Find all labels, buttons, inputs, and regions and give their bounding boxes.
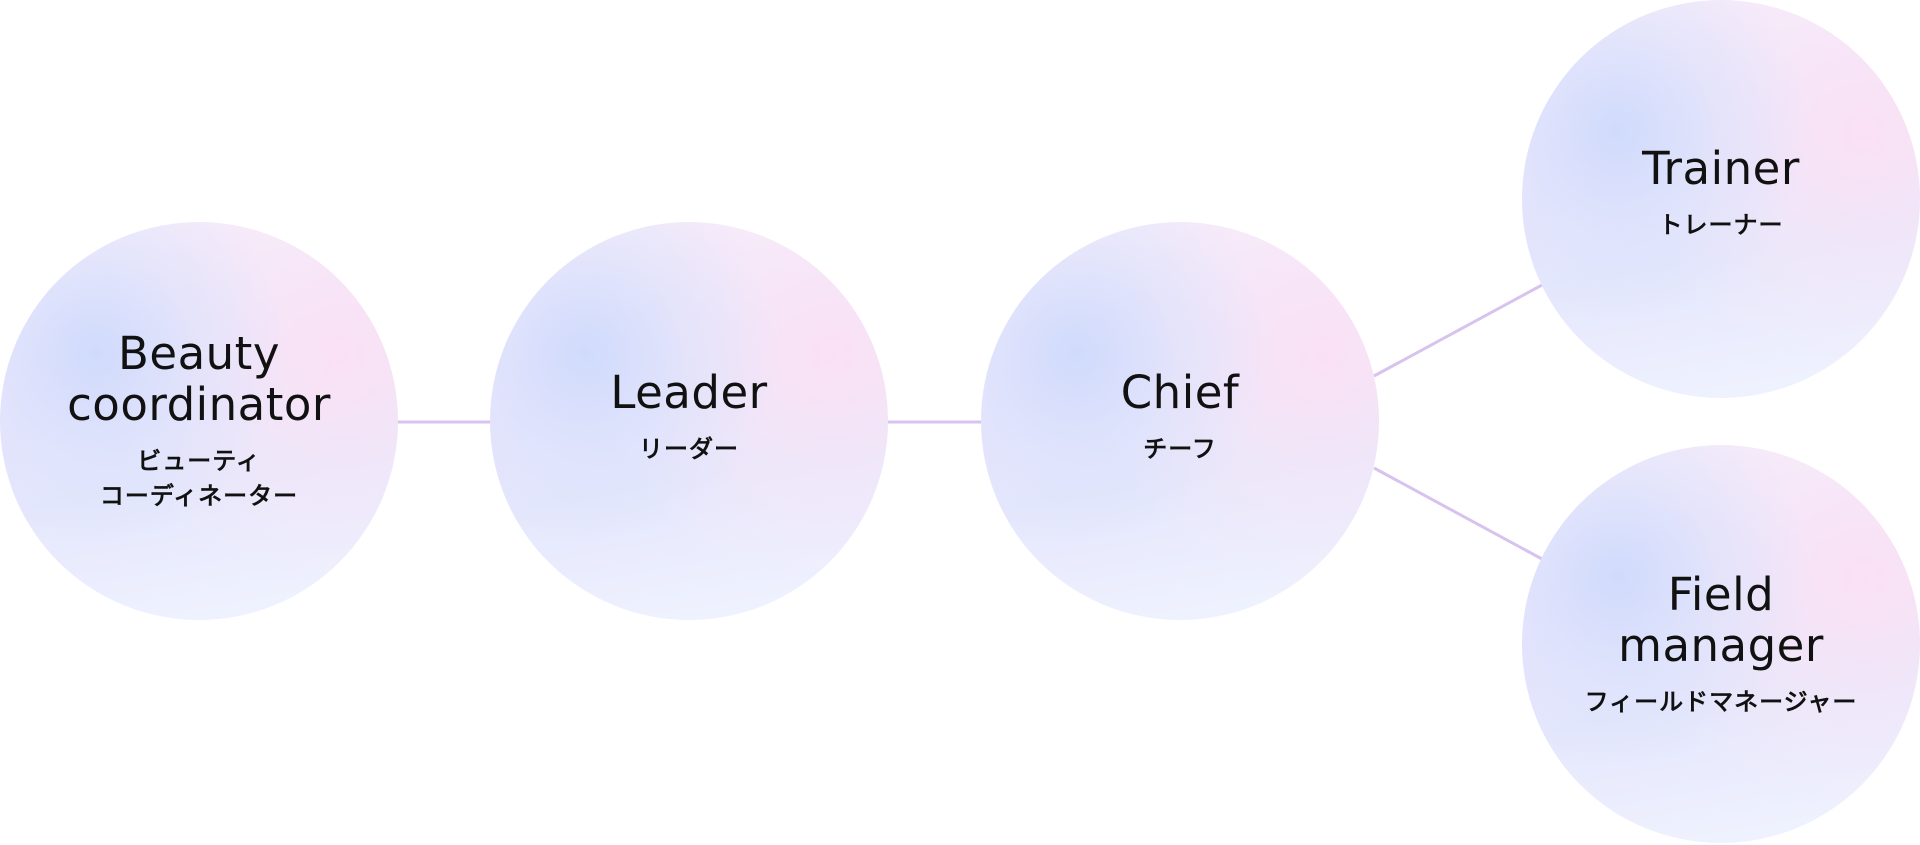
node-title: Leader	[610, 366, 768, 419]
node-subtitle: フィールドマネージャー	[1584, 687, 1858, 716]
node-subtitle: チーフ	[1143, 435, 1217, 463]
node-title: Chief	[1120, 366, 1240, 419]
node-title: Trainer	[1642, 142, 1800, 195]
node-field-manager: Field manager フィールドマネージャー	[1522, 445, 1920, 843]
connector-chief-to-field-manager	[1373, 466, 1543, 561]
node-title: Field manager	[1618, 567, 1824, 672]
connector-chief-to-trainer	[1373, 283, 1543, 378]
node-subtitle: ビューティ コーディネーター	[99, 447, 299, 510]
node-subtitle: トレーナー	[1658, 211, 1784, 239]
node-title: Beauty coordinator	[67, 327, 331, 431]
node-subtitle: リーダー	[639, 435, 739, 463]
node-beauty-coordinator: Beauty coordinator ビューティ コーディネーター	[0, 222, 398, 620]
node-chief: Chief チーフ	[981, 222, 1379, 620]
node-trainer: Trainer トレーナー	[1522, 0, 1920, 398]
node-leader: Leader リーダー	[490, 222, 888, 620]
